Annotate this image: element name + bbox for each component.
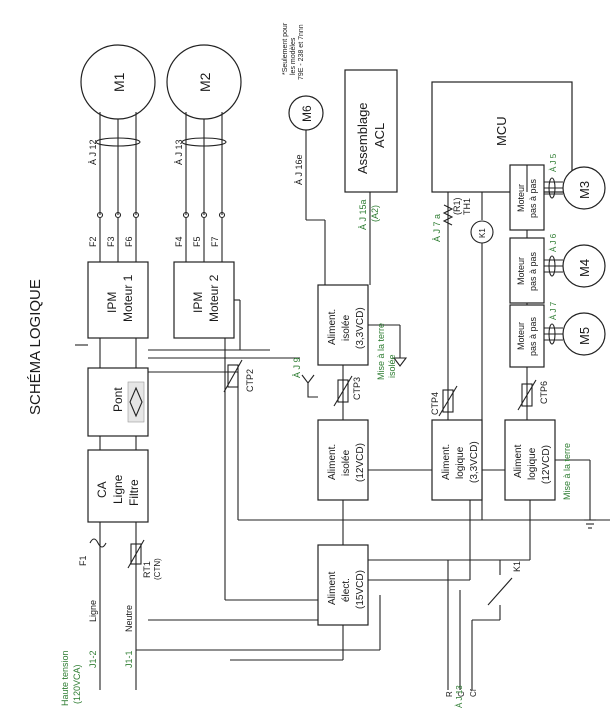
ca-line-filter-block (87, 449, 149, 523)
label-ctn: (CTN) (153, 558, 162, 580)
ligne-label: Ligne (111, 474, 125, 504)
label-f2: F2 (88, 236, 98, 247)
label-aj16e: À J 16e (294, 154, 304, 185)
alim-isolee-33vcd-block (317, 284, 369, 366)
label-haute-tension: Haute tension (60, 650, 70, 706)
note-b: les modèles (290, 37, 297, 75)
motor-m2-label: M2 (197, 72, 213, 92)
label-aj16: À J 6 (549, 233, 558, 252)
label-th1: TH1 (462, 198, 472, 215)
acl-label-b: ACL (372, 123, 387, 148)
motor-m3-label: M3 (577, 181, 592, 199)
motor-m4-label: M4 (577, 259, 592, 277)
mcu-block (431, 81, 573, 193)
label-terre-isolee-b: isolée (387, 354, 397, 378)
alim-iso33-c: (3,3VCD) (355, 307, 366, 349)
mp2-b: pas à pas (528, 251, 538, 291)
ipm-moteur-1-block (87, 261, 149, 339)
label-k1-contact: K1 (512, 561, 522, 572)
label-ctp4: CTP4 (430, 392, 440, 415)
stepper-driver-2 (509, 237, 545, 304)
alim-iso12-a: Aliment. (327, 444, 338, 480)
mp1-a: Moteur (516, 184, 526, 212)
label-f3: F3 (106, 236, 116, 247)
label-f7: F7 (210, 236, 220, 247)
pin-c: C (457, 691, 466, 697)
label-ctp6: CTP6 (539, 381, 549, 404)
alim-logique-12vcd-block (504, 419, 556, 501)
label-j11: J1-1 (124, 650, 134, 668)
diagram-title: SCHÉMA LOGIQUE (27, 279, 44, 415)
label-ctp2: CTP2 (245, 369, 255, 392)
mcu-label: MCU (494, 116, 509, 146)
alim-log33-c: (3,3VCD) (469, 441, 480, 483)
motor-m6-label: M6 (300, 105, 314, 122)
label-aj15a: À J 15a (358, 199, 368, 230)
label-f1: F1 (78, 555, 88, 566)
pont-label: Pont (111, 387, 125, 412)
label-r1: (R1) (452, 197, 462, 215)
acl-assembly-block (344, 69, 398, 193)
label-k1: K1 (478, 228, 487, 238)
filtre-label: Filtre (127, 479, 141, 506)
motor-m5-label: M5 (577, 327, 592, 345)
alim-iso33-a: Aliment. (327, 309, 338, 345)
label-aj19: À J 9 (292, 357, 302, 378)
alim-log12-a: Aliment (513, 444, 524, 478)
alim-iso12-c: (12VCD) (355, 443, 366, 482)
ipm2-label-b: Moteur 2 (207, 274, 221, 322)
label-terre-isolee-a: Mise à la terre (376, 323, 386, 380)
alim-log12-b: logique (527, 447, 538, 480)
alim-log33-b: logique (455, 446, 466, 479)
ca-label: CA (95, 481, 109, 498)
label-120vca: (120VCA) (72, 664, 82, 704)
mp3-b: pas à pas (528, 316, 538, 356)
ipm2-label-a: IPM (191, 292, 205, 313)
label-j12: J1-2 (88, 650, 98, 668)
pin-cf: Cf (469, 688, 478, 697)
ipm1-label-a: IPM (105, 292, 119, 313)
mp1-b: pas à pas (528, 178, 538, 218)
alim-log33-a: Aliment. (441, 444, 452, 480)
label-f5: F5 (192, 236, 202, 247)
label-ligne: Ligne (88, 600, 98, 622)
alim-isolee-12vcd-block (317, 419, 369, 501)
label-ctp3: CTP3 (352, 377, 362, 400)
pin-r: R (445, 691, 454, 697)
label-f6: F6 (124, 236, 134, 247)
motor-m1-label: M1 (111, 72, 127, 92)
label-rt1: RT1 (142, 561, 152, 578)
ipm1-label-b: Moteur 1 (121, 274, 135, 322)
stepper-driver-3 (509, 304, 545, 368)
alim-elec-c: (15VCD) (355, 570, 366, 609)
label-aj113: À J 13 (455, 685, 464, 708)
alim-elec-a: Aliment (327, 571, 338, 605)
label-aj13: À J 13 (174, 139, 184, 165)
label-a2: (A2) (370, 205, 380, 222)
alim-iso12-b: isolée (341, 449, 352, 476)
label-aj12: À J 12 (88, 139, 98, 165)
alim-log12-c: (12VCD) (541, 445, 552, 484)
label-aj15: À J 5 (549, 153, 558, 172)
label-f4: F4 (174, 236, 184, 247)
note-c: 79E - 238 et 7nnn (298, 24, 305, 80)
note-a: *Seulement pour (282, 22, 289, 75)
alim-iso33-b: isolée (341, 314, 352, 341)
alim-logique-33vcd-block (431, 419, 483, 501)
label-neutre: Neutre (124, 605, 134, 632)
acl-label-a: Assemblage (355, 102, 370, 174)
label-aj17a: À J 7 a (432, 214, 442, 242)
mp3-a: Moteur (516, 322, 526, 350)
alim-elec-b: élect. (341, 578, 352, 602)
label-terre: Mise à la terre (562, 443, 572, 500)
mp2-a: Moteur (516, 257, 526, 285)
label-aj17: À J 7 (549, 301, 558, 320)
